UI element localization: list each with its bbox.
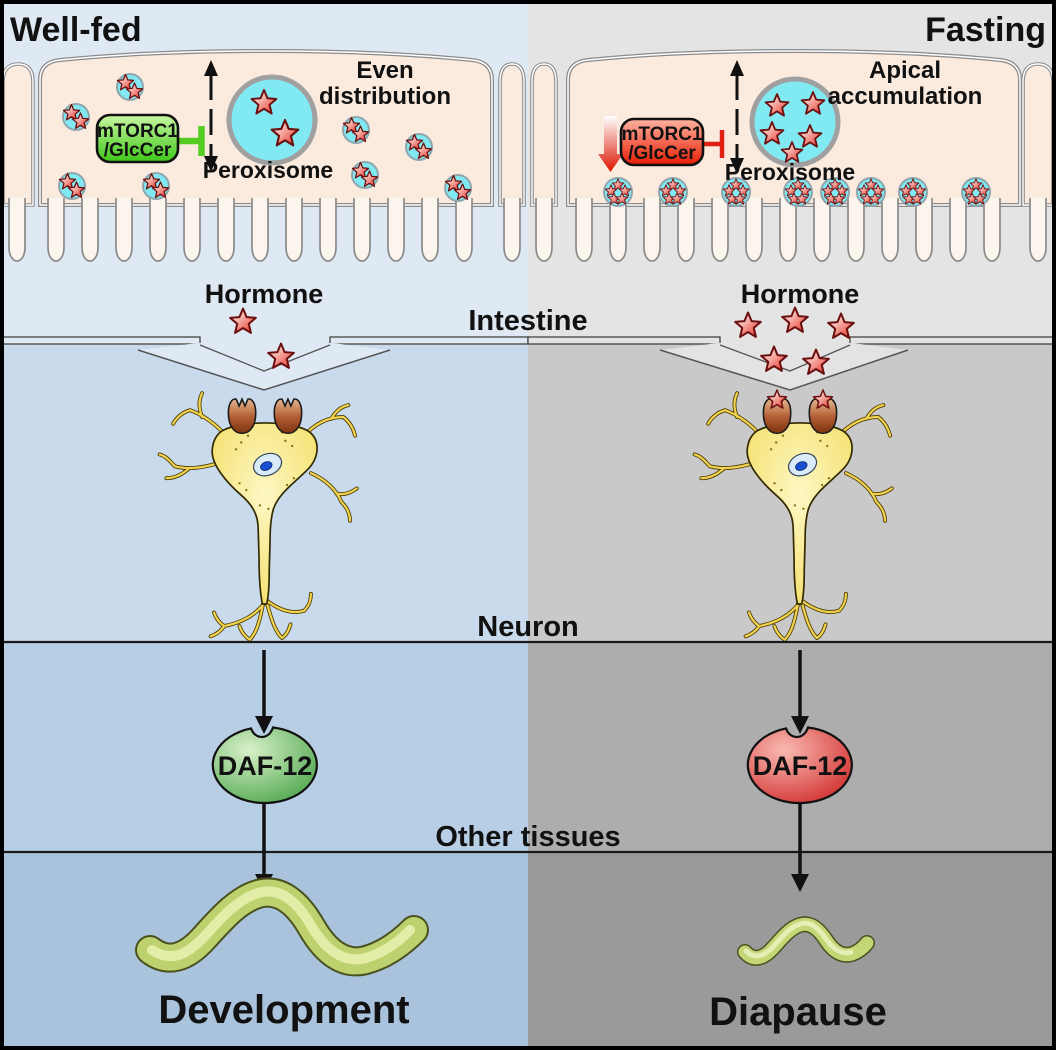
arrow-down-icon bbox=[791, 804, 809, 892]
glccer-label: /GlcCer bbox=[628, 143, 696, 164]
funnel-left bbox=[137, 338, 391, 391]
outcome-label-diapause: Diapause bbox=[709, 990, 887, 1034]
worm-illustration-developing bbox=[135, 877, 429, 977]
daf12-node-fasting: DAF-12 bbox=[746, 726, 853, 805]
intestine-boundary bbox=[0, 336, 1056, 345]
inhibition-icon bbox=[703, 130, 725, 158]
outcome-label-development: Development bbox=[158, 988, 409, 1032]
daf12-node-wellfed: DAF-12 bbox=[211, 726, 318, 805]
mtorc1-box-fasting: mTORC1 /GlcCer bbox=[619, 117, 705, 167]
daf12-label: DAF-12 bbox=[218, 751, 313, 781]
distribution-label: accumulation bbox=[828, 83, 983, 110]
dashed-double-arrow-icon bbox=[204, 60, 218, 172]
hormone-label: Hormone bbox=[205, 279, 324, 309]
distribution-label: Even bbox=[356, 57, 413, 84]
section-label-neuron: Neuron bbox=[477, 611, 579, 643]
hormone-label: Hormone bbox=[741, 279, 860, 309]
peroxisome-large-left bbox=[226, 74, 318, 166]
panel-title-wellfed: Well-fed bbox=[10, 11, 142, 49]
distribution-label: distribution bbox=[319, 83, 451, 110]
down-regulation-arrow-icon bbox=[598, 116, 623, 172]
mtorc1-label: mTORC1 bbox=[97, 121, 178, 142]
glccer-label: /GlcCer bbox=[104, 140, 172, 161]
dashed-double-arrow-icon bbox=[730, 60, 744, 174]
distribution-label: Apical bbox=[869, 57, 941, 84]
peroxisome-large-right bbox=[749, 76, 841, 168]
peroxisome-label: Peroxisome bbox=[203, 157, 333, 183]
funnel-right bbox=[659, 338, 909, 391]
arrow-down-icon bbox=[255, 650, 273, 734]
panel-title-fasting: Fasting bbox=[925, 11, 1046, 49]
section-label-other-tissues: Other tissues bbox=[435, 821, 620, 853]
mtorc1-label: mTORC1 bbox=[622, 124, 703, 145]
worm-illustration-dauer bbox=[737, 916, 875, 966]
daf12-label: DAF-12 bbox=[753, 751, 848, 781]
peroxisome-label: Peroxisome bbox=[725, 159, 855, 185]
section-label-intestine: Intestine bbox=[468, 305, 587, 337]
inhibition-icon bbox=[178, 126, 205, 156]
arrow-down-icon bbox=[791, 650, 809, 734]
mtorc1-box-wellfed: mTORC1 /GlcCer bbox=[95, 113, 180, 164]
